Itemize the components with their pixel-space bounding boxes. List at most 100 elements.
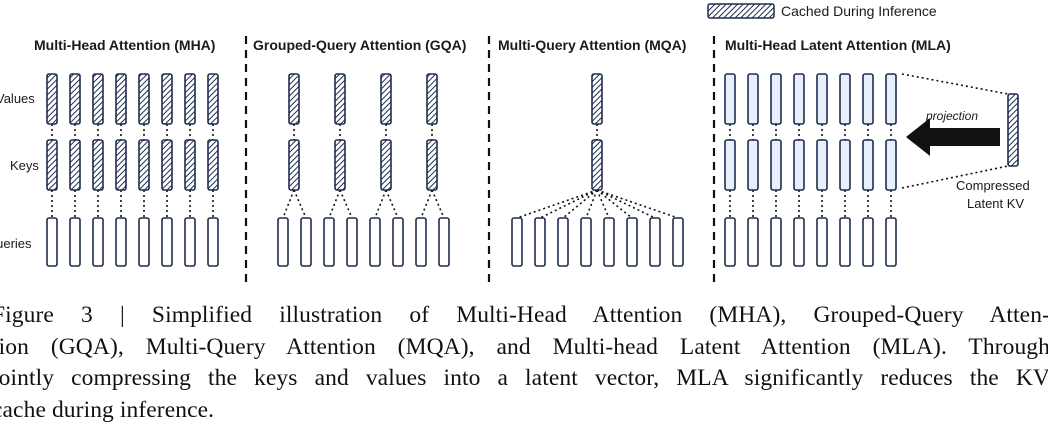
connector-line — [420, 189, 433, 219]
connector-line — [293, 189, 307, 219]
query-block — [184, 217, 196, 267]
connector-line — [539, 189, 598, 219]
legend-swatch — [707, 3, 775, 19]
key-block — [69, 139, 81, 191]
caption-line-4: cache during inference. — [0, 396, 215, 423]
key-block — [92, 139, 104, 191]
connector-line — [596, 189, 656, 219]
value-block — [770, 73, 782, 125]
figure-caption: Figure 3 | Simplified illustration of Mu… — [0, 300, 1048, 426]
key-block — [288, 139, 300, 191]
value-block — [184, 73, 196, 125]
query-block — [649, 217, 661, 267]
query-block — [839, 217, 851, 267]
caption-line-1: Figure 3 | Simplified illustration of Mu… — [0, 302, 1048, 328]
query-block — [580, 217, 592, 267]
row-label-queries: Queries — [0, 236, 32, 251]
section-title-mla: Multi-Head Latent Attention (MLA) — [725, 37, 951, 53]
key-block — [46, 139, 58, 191]
query-block — [392, 217, 404, 267]
connector-line — [585, 189, 598, 219]
key-block — [380, 139, 392, 191]
latent-dotted-line — [901, 73, 1009, 95]
value-block — [816, 73, 828, 125]
query-block — [69, 217, 81, 267]
query-block — [92, 217, 104, 267]
value-block — [161, 73, 173, 125]
query-block — [138, 217, 150, 267]
query-block — [724, 217, 736, 267]
caption-line-2: tion (GQA), Multi-Query Attention (MQA),… — [0, 333, 1048, 360]
query-block — [793, 217, 805, 267]
key-block — [724, 139, 736, 191]
key-block — [816, 139, 828, 191]
row-label-values: Values — [0, 91, 35, 106]
key-block — [184, 139, 196, 191]
legend-label: Cached During Inference — [781, 3, 937, 19]
key-block — [426, 139, 438, 191]
row-label-keys: Keys — [10, 158, 39, 173]
section-title-gqa: Grouped-Query Attention (GQA) — [253, 37, 466, 53]
query-block — [626, 217, 638, 267]
value-block — [380, 73, 392, 125]
key-block — [138, 139, 150, 191]
latent-dotted-line — [901, 165, 1009, 189]
query-block — [511, 217, 523, 267]
value-block — [747, 73, 759, 125]
value-block — [426, 73, 438, 125]
connector-line — [339, 189, 353, 219]
query-block — [277, 217, 289, 267]
latent-label-line1: Compressed — [956, 178, 1030, 193]
value-block — [724, 73, 736, 125]
projection-label: projection — [925, 109, 978, 123]
connector-line — [596, 189, 679, 219]
connector-line — [328, 189, 341, 219]
caption-line-3: jointly compressing the keys and values … — [0, 365, 1048, 391]
value-block — [115, 73, 127, 125]
query-block — [438, 217, 450, 267]
connector-line — [431, 189, 445, 219]
connector-line — [282, 189, 295, 219]
latent-kv-block — [1007, 93, 1019, 167]
value-block — [334, 73, 346, 125]
latent-label-line2: Latent KV — [967, 196, 1024, 211]
key-block — [334, 139, 346, 191]
query-block — [207, 217, 219, 267]
query-block — [770, 217, 782, 267]
connector-line — [596, 189, 610, 219]
value-block — [885, 73, 897, 125]
value-block — [138, 73, 150, 125]
query-block — [862, 217, 874, 267]
key-block — [207, 139, 219, 191]
query-block — [557, 217, 569, 267]
block-layer — [46, 73, 897, 267]
value-block — [591, 73, 603, 125]
query-block — [115, 217, 127, 267]
query-block — [747, 217, 759, 267]
query-block — [369, 217, 381, 267]
value-block — [793, 73, 805, 125]
value-block — [69, 73, 81, 125]
key-block — [862, 139, 874, 191]
connector-line — [385, 189, 399, 219]
query-block — [885, 217, 897, 267]
query-block — [672, 217, 684, 267]
query-block — [415, 217, 427, 267]
key-block — [839, 139, 851, 191]
value-block — [839, 73, 851, 125]
key-block — [115, 139, 127, 191]
key-block — [591, 139, 603, 191]
query-block — [161, 217, 173, 267]
connector-line — [562, 189, 598, 219]
query-block — [300, 217, 312, 267]
connector-line — [516, 189, 598, 219]
key-block — [161, 139, 173, 191]
key-block — [793, 139, 805, 191]
value-block — [862, 73, 874, 125]
query-block — [323, 217, 335, 267]
connector-line — [596, 189, 633, 219]
query-block — [46, 217, 58, 267]
value-block — [46, 73, 58, 125]
value-block — [207, 73, 219, 125]
